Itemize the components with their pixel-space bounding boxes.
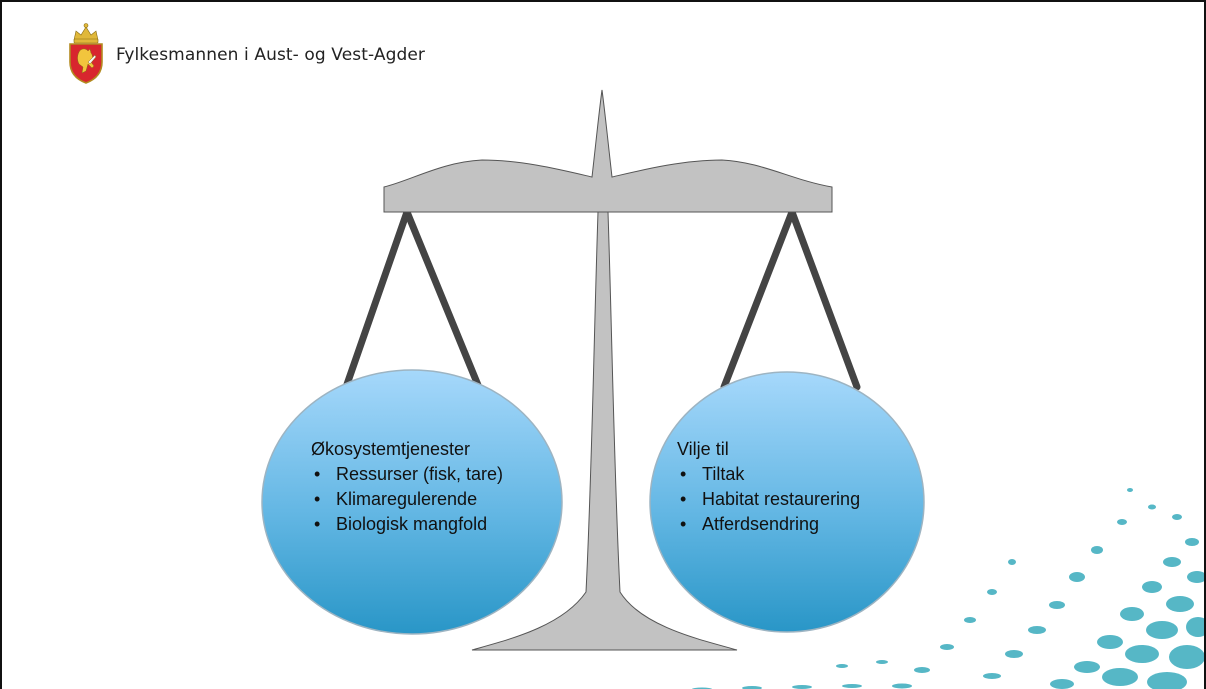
left-pan-text: Økosystemtjenester Ressurser (fisk, tare… (311, 437, 503, 537)
scale-chains (341, 208, 861, 394)
header: Fylkesmannen i Aust- og Vest-Agder (64, 22, 425, 84)
scale-body (383, 89, 833, 651)
left-pan-list: Ressurser (fisk, tare) Klimaregulerende … (311, 462, 503, 537)
list-item: Habitat restaurering (677, 487, 860, 512)
norwegian-coat-of-arms-icon (69, 23, 103, 84)
list-item: Atferdsendring (677, 512, 860, 537)
list-item: Biologisk mangfold (311, 512, 503, 537)
header-title: Fylkesmannen i Aust- og Vest-Agder (116, 45, 426, 65)
dot-wave-pattern-icon (692, 488, 1204, 689)
right-pan-list: Tiltak Habitat restaurering Atferdsendri… (677, 462, 860, 537)
list-item: Ressurser (fisk, tare) (311, 462, 503, 487)
right-pan-heading: Vilje til (677, 439, 729, 459)
list-item: Tiltak (677, 462, 860, 487)
right-pan-text: Vilje til Tiltak Habitat restaurering At… (677, 437, 860, 537)
list-item: Klimaregulerende (311, 487, 503, 512)
left-pan-heading: Økosystemtjenester (311, 439, 471, 459)
